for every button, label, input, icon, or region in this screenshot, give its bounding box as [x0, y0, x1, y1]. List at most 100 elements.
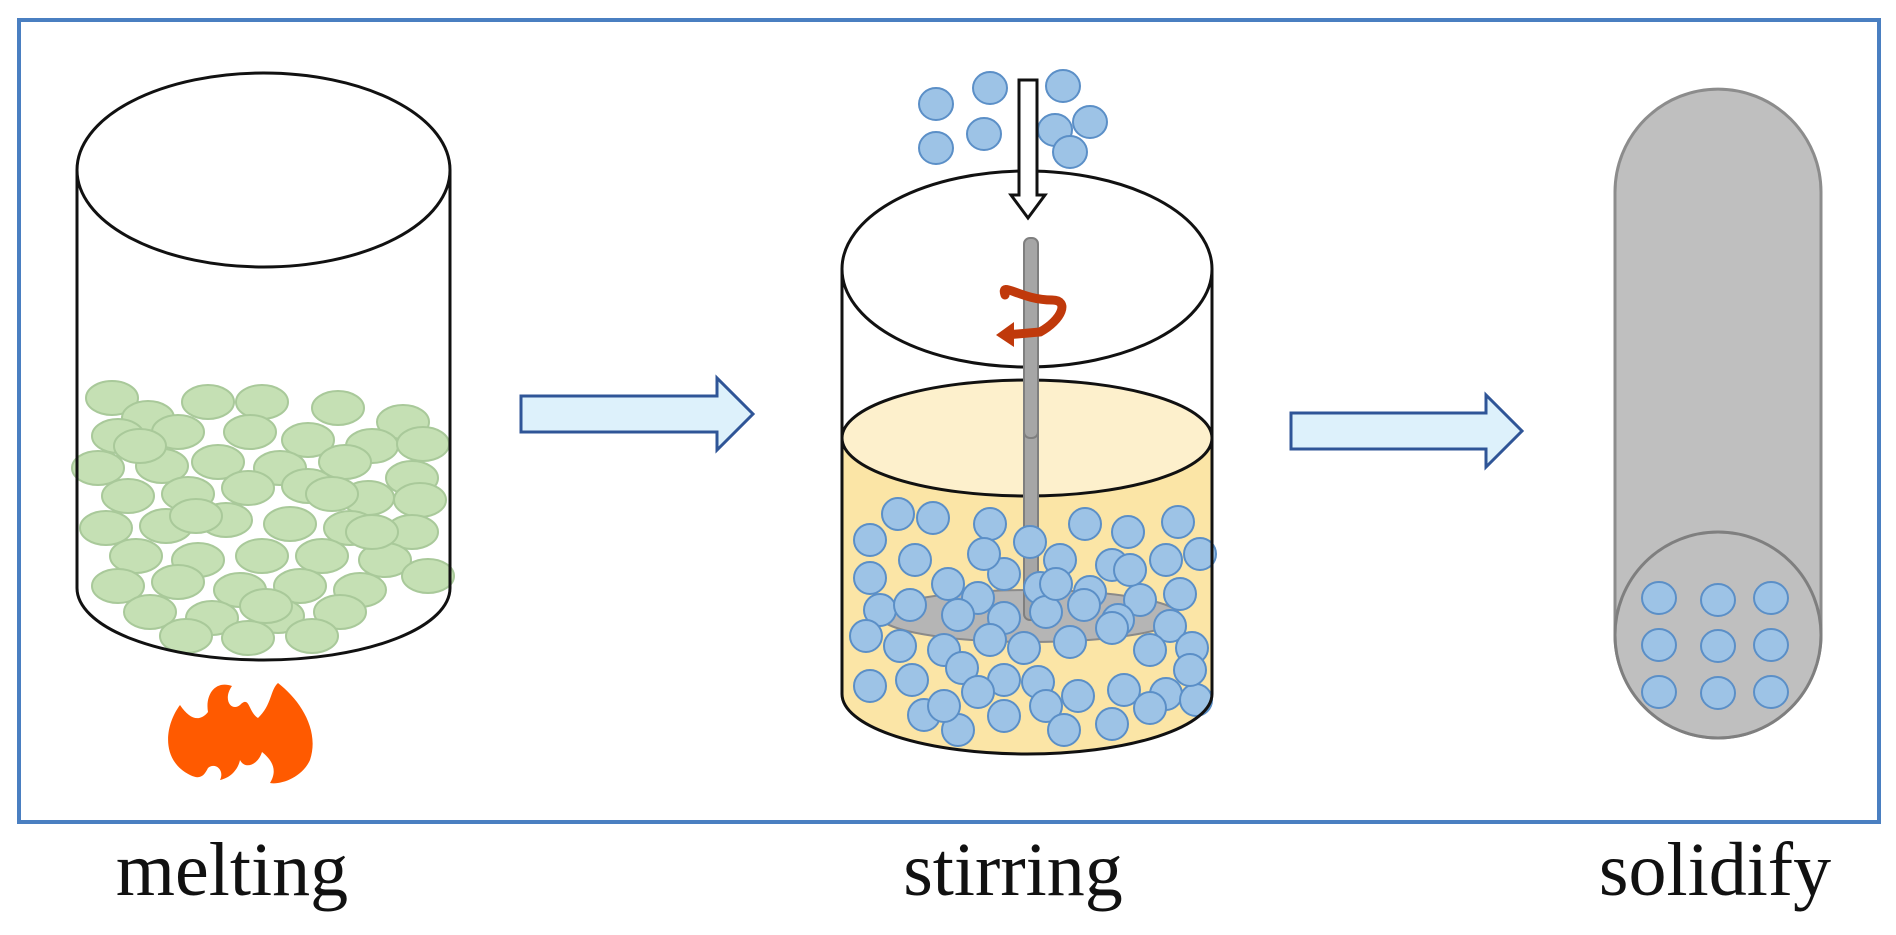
right-arrow-icon — [519, 374, 756, 454]
label-solidify: solidify — [1598, 828, 1832, 912]
blue-particle — [853, 561, 887, 595]
blue-particle — [1061, 679, 1095, 713]
green-particle — [221, 470, 275, 506]
blue-particle — [1095, 611, 1129, 645]
blue-particle — [1047, 713, 1081, 747]
feed-particle — [918, 87, 954, 121]
diagram-frame — [17, 18, 1881, 824]
green-particle — [181, 384, 235, 420]
blue-particle — [1173, 653, 1207, 687]
rod-particle — [1700, 583, 1736, 617]
blue-particle — [849, 619, 883, 653]
blue-particle — [1149, 543, 1183, 577]
rod-particle — [1753, 675, 1789, 709]
green-particle — [113, 428, 167, 464]
blue-particle — [1183, 537, 1217, 571]
green-particle — [151, 564, 205, 600]
green-particle — [401, 558, 455, 594]
green-particle — [239, 588, 293, 624]
feed-particle — [1045, 69, 1081, 103]
green-particle — [295, 538, 349, 574]
down-arrow-icon — [1008, 78, 1048, 221]
blue-particle — [895, 663, 929, 697]
blue-particle — [987, 699, 1021, 733]
green-particle — [223, 414, 277, 450]
rod-particle — [1700, 629, 1736, 663]
blue-particle — [1161, 505, 1195, 539]
blue-particle — [1163, 577, 1197, 611]
rod-particle — [1700, 676, 1736, 710]
blue-particle — [1039, 567, 1073, 601]
blue-particle — [1153, 609, 1187, 643]
blue-particle — [1123, 583, 1157, 617]
rod-particle — [1641, 675, 1677, 709]
green-particle — [263, 506, 317, 542]
green-particle — [71, 450, 125, 486]
blue-particle — [853, 669, 887, 703]
blue-particle — [1133, 633, 1167, 667]
blue-particle — [927, 689, 961, 723]
rod-particle — [1641, 581, 1677, 615]
green-particles — [71, 380, 455, 656]
label-melting: melting — [115, 828, 349, 912]
label-stirring: stirring — [903, 828, 1123, 912]
blue-particle — [961, 675, 995, 709]
green-particle — [109, 538, 163, 574]
feed-particle — [1072, 105, 1108, 139]
blue-particle — [1179, 683, 1213, 717]
flame-icon — [168, 683, 313, 784]
green-particle — [101, 478, 155, 514]
blue-particle — [1095, 707, 1129, 741]
blue-particle — [1007, 631, 1041, 665]
rod-end-particles — [1641, 581, 1789, 710]
blue-particle — [973, 623, 1007, 657]
blue-particle — [967, 537, 1001, 571]
blue-particle — [1111, 515, 1145, 549]
green-particle — [345, 514, 399, 550]
blue-particle — [916, 501, 950, 535]
green-particle — [169, 498, 223, 534]
blue-particle — [1113, 553, 1147, 587]
green-particle — [305, 476, 359, 512]
green-particle — [91, 568, 145, 604]
feed-particle — [972, 71, 1008, 105]
blue-particle — [1107, 673, 1141, 707]
green-particle — [285, 618, 339, 654]
green-particle — [273, 568, 327, 604]
blue-particle — [1029, 689, 1063, 723]
green-particle — [311, 390, 365, 426]
blue-particle — [1053, 625, 1087, 659]
green-particle — [123, 594, 177, 630]
blue-particle — [1013, 525, 1047, 559]
green-particle — [313, 594, 367, 630]
blue-particle — [945, 651, 979, 685]
blue-particle — [853, 523, 887, 557]
green-particle — [281, 422, 335, 458]
blue-particle — [1068, 507, 1102, 541]
stirring-beaker — [840, 169, 1217, 756]
green-particle — [235, 384, 289, 420]
green-particle — [221, 620, 275, 656]
blue-particle — [931, 567, 965, 601]
rod-particle — [1641, 628, 1677, 662]
rotation-arrow-icon — [996, 285, 1067, 347]
blue-particle — [893, 588, 927, 622]
blue-particles — [849, 497, 1217, 747]
feed-particle — [918, 131, 954, 165]
rod-particle — [1753, 628, 1789, 662]
green-particle — [85, 380, 139, 416]
green-particle — [191, 444, 245, 480]
blue-particle — [941, 598, 975, 632]
melting-beaker — [71, 71, 455, 662]
blue-particle — [898, 543, 932, 577]
blue-particle — [973, 507, 1007, 541]
feed-particles — [918, 69, 1108, 169]
green-particle — [79, 510, 133, 546]
green-particle — [235, 538, 289, 574]
green-particle — [396, 426, 450, 462]
blue-particle — [1133, 691, 1167, 725]
blue-particle — [883, 629, 917, 663]
solid-rod — [1613, 87, 1823, 740]
green-particle — [393, 482, 447, 518]
